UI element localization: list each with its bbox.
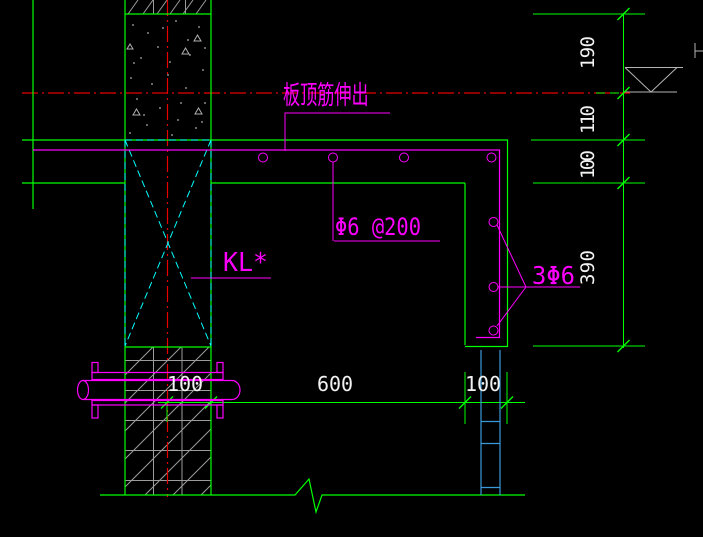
- elevation-marker-icon: [624, 67, 683, 93]
- slab-top-rebar-note: 板顶筋伸出: [283, 81, 369, 111]
- dimension-text: 190 110 100 390 100 600 100: [167, 36, 599, 396]
- downpipe: [480, 350, 501, 495]
- dim-right-110: 110: [577, 105, 599, 134]
- slab-top-rebar: [33, 149, 501, 339]
- bottom-extension-lines: [166, 372, 508, 424]
- right-extension-lines: [531, 13, 645, 347]
- dim-right-390: 390: [577, 250, 599, 285]
- edge-clipped-annotation-icon: [694, 43, 703, 58]
- beam-section-cross-marker: [124, 139, 212, 347]
- column-wall-edges: [124, 0, 212, 495]
- dim-right-190: 190: [577, 36, 599, 69]
- pipe-sleeve: [76, 361, 241, 419]
- dimension-tick-marks: [160, 7, 630, 409]
- leader-lines: [191, 112, 580, 327]
- annotation-text: 板顶筋伸出 Φ6 @200 KL* 3Φ6: [223, 81, 575, 290]
- structure-outline: [22, 0, 525, 515]
- dim-bottom-100-right: 100: [465, 372, 501, 396]
- aggregate-triangle-marks: [126, 34, 203, 116]
- ground-line-with-break: [100, 477, 525, 515]
- dimension-lines: [158, 13, 645, 424]
- concrete-speckle-hatch: [129, 20, 206, 136]
- upper-slab-hatch: [127, 0, 207, 15]
- distribution-bar-leader: [332, 162, 440, 242]
- dim-right-100: 100: [577, 150, 599, 179]
- beam-label: KL*: [223, 248, 268, 278]
- edge-bar-note: 3Φ6: [532, 261, 575, 290]
- centerlines: [22, 0, 630, 497]
- dim-bottom-600: 600: [317, 372, 353, 396]
- rebar-lines: [33, 149, 501, 339]
- dim-bottom-100-left: 100: [167, 372, 203, 396]
- slab-note-leader: [284, 112, 390, 151]
- edge-beam-outline: [464, 140, 509, 348]
- edge-bar-leader: [496, 224, 580, 327]
- distribution-bar-note: Φ6 @200: [335, 213, 421, 241]
- rebar-dots: [258, 152, 499, 336]
